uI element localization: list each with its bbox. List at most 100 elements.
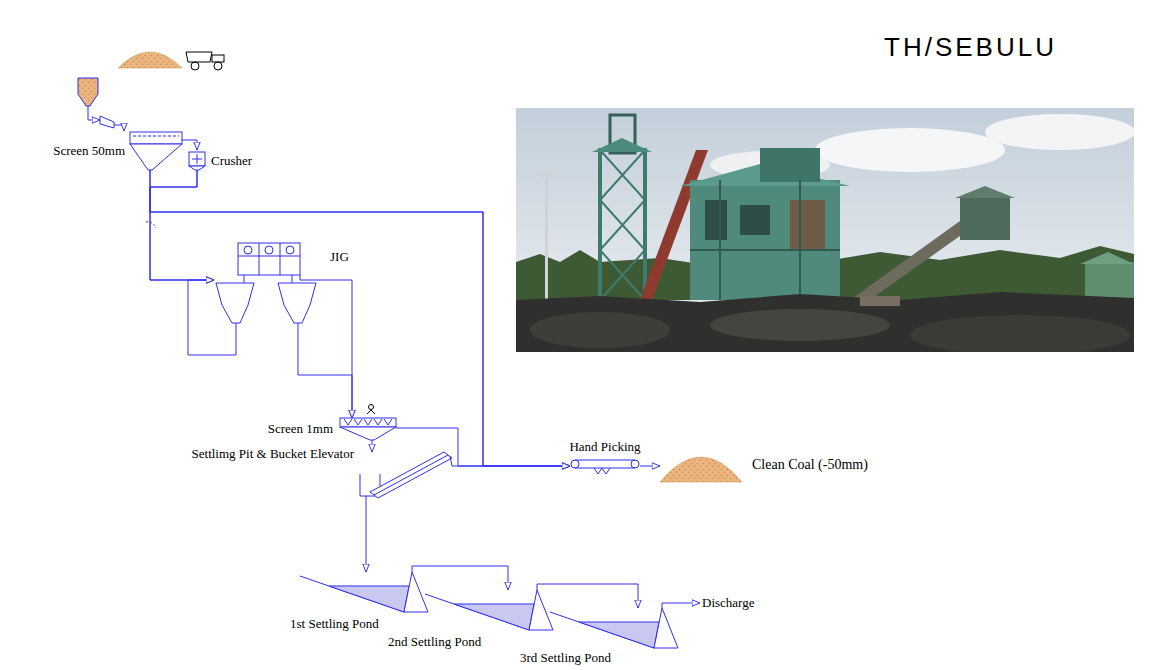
belt-pulley	[571, 460, 579, 468]
jig-valve	[244, 246, 252, 254]
photo-pole	[541, 172, 552, 177]
belt-pulley	[631, 460, 639, 468]
photo-window	[740, 205, 770, 235]
screen-symbol	[340, 405, 396, 441]
truck-wheel	[191, 62, 199, 70]
feed-hopper	[78, 78, 98, 106]
flow-line	[298, 328, 352, 418]
flow-line	[372, 440, 373, 452]
photo-roof	[592, 138, 652, 152]
feed-chute	[100, 116, 114, 128]
jig-symbol	[216, 243, 318, 328]
node-label: 2nd Settling Pond	[388, 634, 481, 649]
jig-valve	[286, 246, 294, 254]
photo-pole	[545, 175, 548, 300]
flow-line	[412, 566, 508, 590]
jig-valve	[265, 246, 273, 254]
photo-window	[790, 200, 825, 250]
node-label: Screen 50mm	[53, 143, 125, 158]
screen-deck	[130, 132, 182, 144]
flow-line	[366, 498, 367, 572]
elevator-symbol	[360, 452, 452, 498]
jig-divider	[280, 243, 281, 275]
photo-building	[1085, 262, 1134, 302]
discharge-node: Discharge	[700, 596, 756, 610]
flow-line	[150, 170, 570, 466]
flow-line	[150, 170, 570, 466]
photo-building	[760, 148, 820, 182]
flow-line	[452, 466, 570, 467]
jig-drop	[244, 275, 245, 283]
pond-symbol	[425, 590, 553, 630]
pond-symbol	[550, 608, 678, 648]
screen-funnel	[130, 144, 182, 170]
screen-funnel	[340, 427, 396, 440]
photo-building	[960, 196, 1010, 240]
belt-line	[575, 460, 635, 461]
crusher-cross	[192, 159, 202, 160]
belt-line	[575, 468, 635, 469]
truck-bed	[186, 52, 212, 62]
jig-node: JIG	[214, 243, 318, 328]
jig-overflow-stub	[300, 275, 318, 280]
node-label: Clean Coal (-50mm)	[752, 457, 868, 473]
bucket-elevator	[370, 452, 452, 498]
photo-coal	[910, 315, 1130, 352]
jig-divider	[259, 243, 260, 275]
pit-outlet	[366, 496, 367, 498]
pond-node: 1st Settling Pond	[300, 572, 428, 612]
elevator-spout	[450, 456, 452, 466]
node-label: 1st Settling Pond	[290, 616, 379, 631]
node-label: Settlimg Pit & Bucket Elevator	[192, 446, 354, 461]
screen-node: Screen 50mm	[130, 132, 182, 170]
screen-mesh	[133, 136, 179, 137]
feed-line	[88, 106, 100, 120]
screen-mesh	[344, 419, 392, 425]
flow-line	[640, 466, 660, 467]
crusher-node: Crusher	[189, 150, 205, 170]
pond-water	[454, 604, 534, 630]
picking-node: Hand Picking	[570, 458, 640, 474]
flow-line	[662, 603, 700, 608]
picking-belt	[571, 460, 639, 474]
product-pile-node: Clean Coal (-50mm)	[660, 448, 742, 482]
node-label: 3rd Settling Pond	[520, 650, 611, 665]
refuse-hopper	[278, 283, 316, 323]
crusher-symbol	[189, 152, 205, 170]
jig-divider	[238, 256, 300, 257]
node-label: JIG	[330, 249, 349, 264]
node-label: Crusher	[211, 153, 252, 168]
jig-drop	[292, 275, 293, 283]
pond-dam	[654, 608, 678, 648]
pond-node: 2nd Settling Pond	[425, 590, 553, 630]
pond-dam	[404, 572, 428, 612]
truck-cab	[212, 55, 224, 62]
valve-mark	[146, 222, 156, 228]
elevator-belt	[374, 455, 448, 495]
node-label: Discharge	[702, 596, 754, 610]
vibrator-icon	[367, 410, 375, 414]
feed-line	[114, 125, 124, 131]
photo-building	[690, 180, 840, 300]
jig-body	[238, 243, 300, 275]
photo-cloud	[815, 128, 1005, 172]
node-label: Screen 1mm	[268, 421, 333, 436]
vibrator-icon	[369, 405, 374, 410]
truck-wheel	[214, 62, 222, 70]
pond-symbol	[300, 572, 428, 612]
photo-roof	[1080, 252, 1134, 264]
elevator-node: Settlimg Pit & Bucket Elevator	[360, 452, 452, 498]
belt-support	[594, 468, 610, 474]
refuse-hopper	[216, 283, 254, 323]
screen-node: Screen 1mm	[340, 418, 396, 440]
flow-line	[188, 280, 236, 355]
crusher-body	[189, 152, 205, 166]
pond-dam	[529, 590, 553, 630]
photo-bracing	[600, 150, 645, 300]
photo-roof	[955, 186, 1015, 198]
photo-tower	[600, 150, 645, 300]
crusher-outlet	[189, 166, 205, 170]
